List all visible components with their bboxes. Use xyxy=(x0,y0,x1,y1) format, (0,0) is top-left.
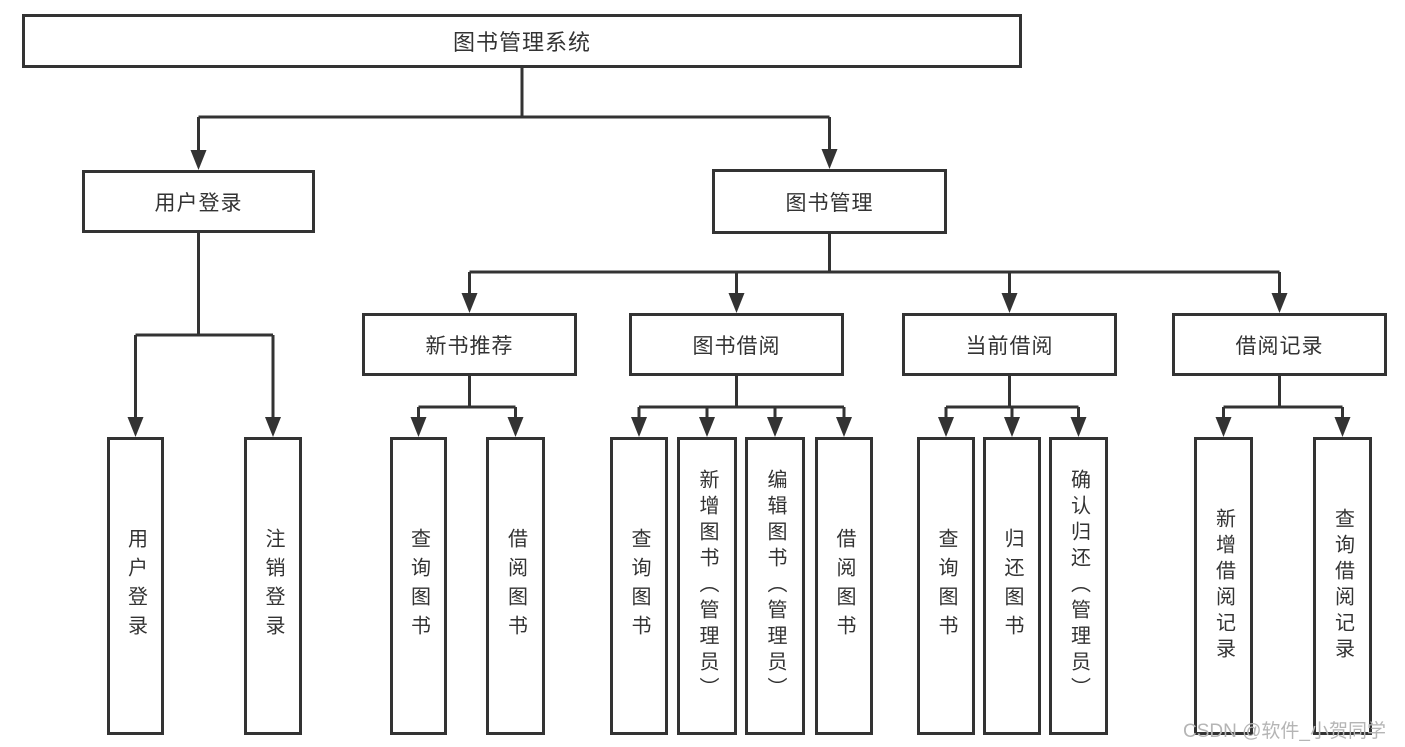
node-query-borrow-record: 查询借阅记录 xyxy=(1313,437,1372,735)
node-label: 新增借阅记录 xyxy=(1212,508,1235,664)
node-new-book-recommend: 新书推荐 xyxy=(362,313,577,376)
node-label: 用户登录 xyxy=(124,528,147,644)
node-add-book-admin: 新增图书（管理员） xyxy=(677,437,737,735)
node-label: 新书推荐 xyxy=(425,334,514,358)
node-add-borrow-record: 新增借阅记录 xyxy=(1194,437,1253,735)
node-borrow-records: 借阅记录 xyxy=(1172,313,1387,376)
csdn-watermark: CSDN @软件_小贺同学 xyxy=(1183,721,1386,742)
node-label: 借阅图书 xyxy=(504,528,527,644)
node-book-management: 图书管理 xyxy=(712,169,947,234)
node-label: 借阅记录 xyxy=(1235,334,1324,358)
node-borrow-books-recommend: 借阅图书 xyxy=(486,437,545,735)
node-label: 查询图书 xyxy=(935,528,957,644)
node-library-management-system: 图书管理系统 xyxy=(22,14,1022,68)
node-label: 查询图书 xyxy=(628,528,650,644)
node-label: 当前借阅 xyxy=(965,334,1054,358)
node-edit-book-admin: 编辑图书（管理员） xyxy=(745,437,805,735)
node-borrow-books-leaf: 借阅图书 xyxy=(815,437,873,735)
node-query-books-recommend: 查询图书 xyxy=(390,437,447,735)
node-label: 查询借阅记录 xyxy=(1331,508,1354,664)
node-label: 查询图书 xyxy=(407,528,430,644)
node-book-borrow: 图书借阅 xyxy=(629,313,844,376)
node-label: 用户登录 xyxy=(154,191,243,215)
node-label: 新增图书（管理员） xyxy=(696,469,718,703)
node-user-login: 用户登录 xyxy=(82,170,315,233)
node-user-login-leaf: 用户登录 xyxy=(107,437,164,735)
node-label: 归还图书 xyxy=(1001,528,1023,644)
node-label: 图书管理 xyxy=(785,191,874,215)
node-label: 图书借阅 xyxy=(692,334,781,358)
node-label: 图书管理系统 xyxy=(452,30,591,55)
node-return-book: 归还图书 xyxy=(983,437,1041,735)
node-label: 确认归还（管理员） xyxy=(1067,469,1090,703)
node-query-books-current: 查询图书 xyxy=(917,437,975,735)
node-label: 借阅图书 xyxy=(833,528,855,644)
node-query-books-borrow: 查询图书 xyxy=(610,437,668,735)
node-current-borrow: 当前借阅 xyxy=(902,313,1117,376)
node-label: 编辑图书（管理员） xyxy=(764,469,786,703)
node-logout: 注销登录 xyxy=(244,437,302,735)
node-label: 注销登录 xyxy=(262,528,284,644)
node-confirm-return-admin: 确认归还（管理员） xyxy=(1049,437,1108,735)
